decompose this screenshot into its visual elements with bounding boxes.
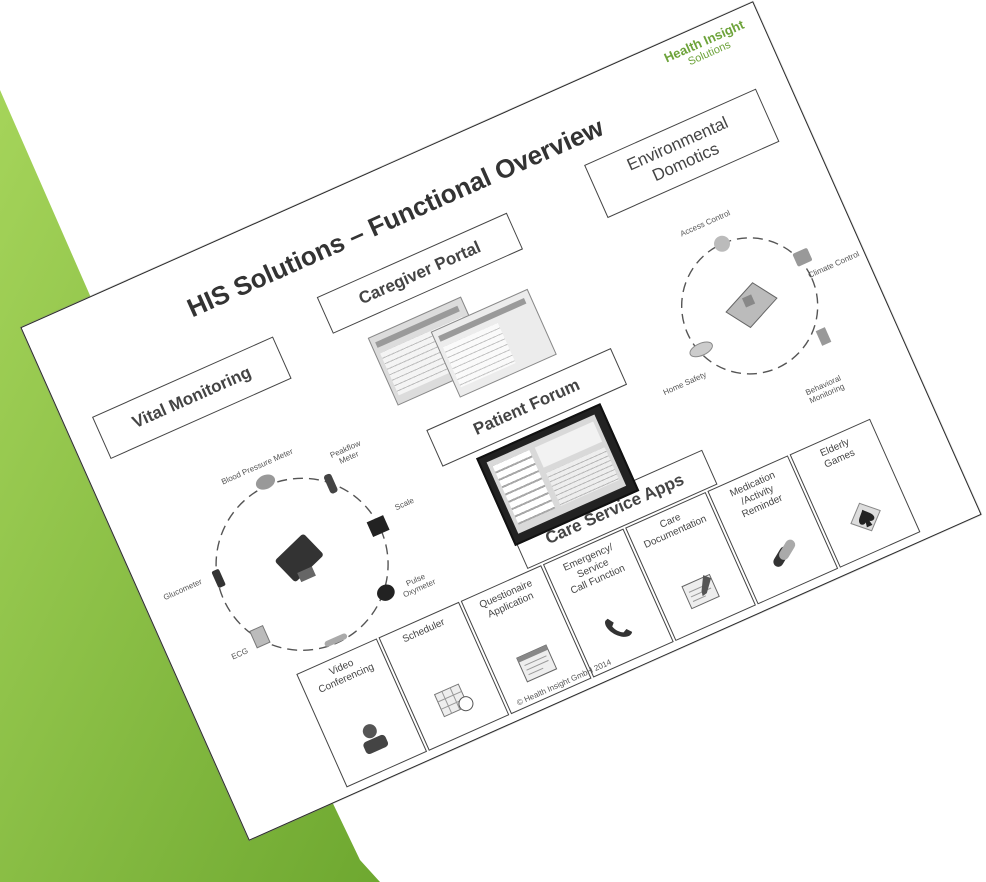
form-window-icon bbox=[516, 644, 558, 683]
vital-monitoring-label: Vital Monitoring bbox=[129, 362, 254, 433]
caregiver-portal-label: Caregiver Portal bbox=[355, 237, 484, 309]
app-label: Questionaire Application bbox=[477, 577, 536, 621]
calendar-clock-icon bbox=[433, 683, 474, 718]
app-tile-questionaire: Questionaire Application bbox=[460, 565, 592, 715]
tablet-hub-icon bbox=[275, 534, 323, 583]
app-label: Medication /Activity Reminder bbox=[728, 469, 785, 521]
app-tile-elderly-games: Elderly Games bbox=[789, 418, 921, 568]
document-edit-icon bbox=[681, 573, 720, 610]
video-conference-icon bbox=[362, 724, 389, 754]
thermometer-icon bbox=[324, 633, 348, 647]
vital-monitoring-cycle bbox=[211, 473, 395, 651]
pills-icon bbox=[773, 539, 796, 567]
home-safety-icon bbox=[689, 341, 713, 358]
access-control-icon bbox=[714, 235, 731, 252]
slide-card: Health Insight Solutions HIS Solutions –… bbox=[20, 1, 982, 841]
behavioral-monitoring-icon bbox=[815, 327, 832, 346]
climate-control-icon bbox=[792, 248, 812, 267]
app-tile-scheduler: Scheduler bbox=[378, 601, 510, 751]
phone-icon bbox=[605, 618, 633, 637]
blood-pressure-icon bbox=[255, 474, 276, 490]
vital-monitoring-box: Vital Monitoring bbox=[92, 336, 292, 460]
pulse-oxymeter-icon bbox=[377, 584, 395, 601]
card-game-icon bbox=[850, 502, 881, 532]
app-tile-care-documentation: Care Documentation bbox=[625, 491, 756, 642]
app-tile-emergency-call: Emergency/ Service Call Function bbox=[542, 528, 674, 678]
house-plan-icon bbox=[725, 282, 778, 329]
ecg-icon bbox=[249, 624, 271, 649]
scale-icon bbox=[366, 515, 390, 538]
app-tile-medication-reminder: Medication /Activity Reminder bbox=[707, 455, 839, 605]
app-tile-video-conferencing: Video Conferencing bbox=[296, 638, 428, 788]
peakflow-icon bbox=[324, 473, 338, 494]
domotics-cycle bbox=[680, 235, 832, 375]
app-label: Elderly Games bbox=[818, 436, 857, 471]
glucometer-icon bbox=[211, 569, 226, 588]
